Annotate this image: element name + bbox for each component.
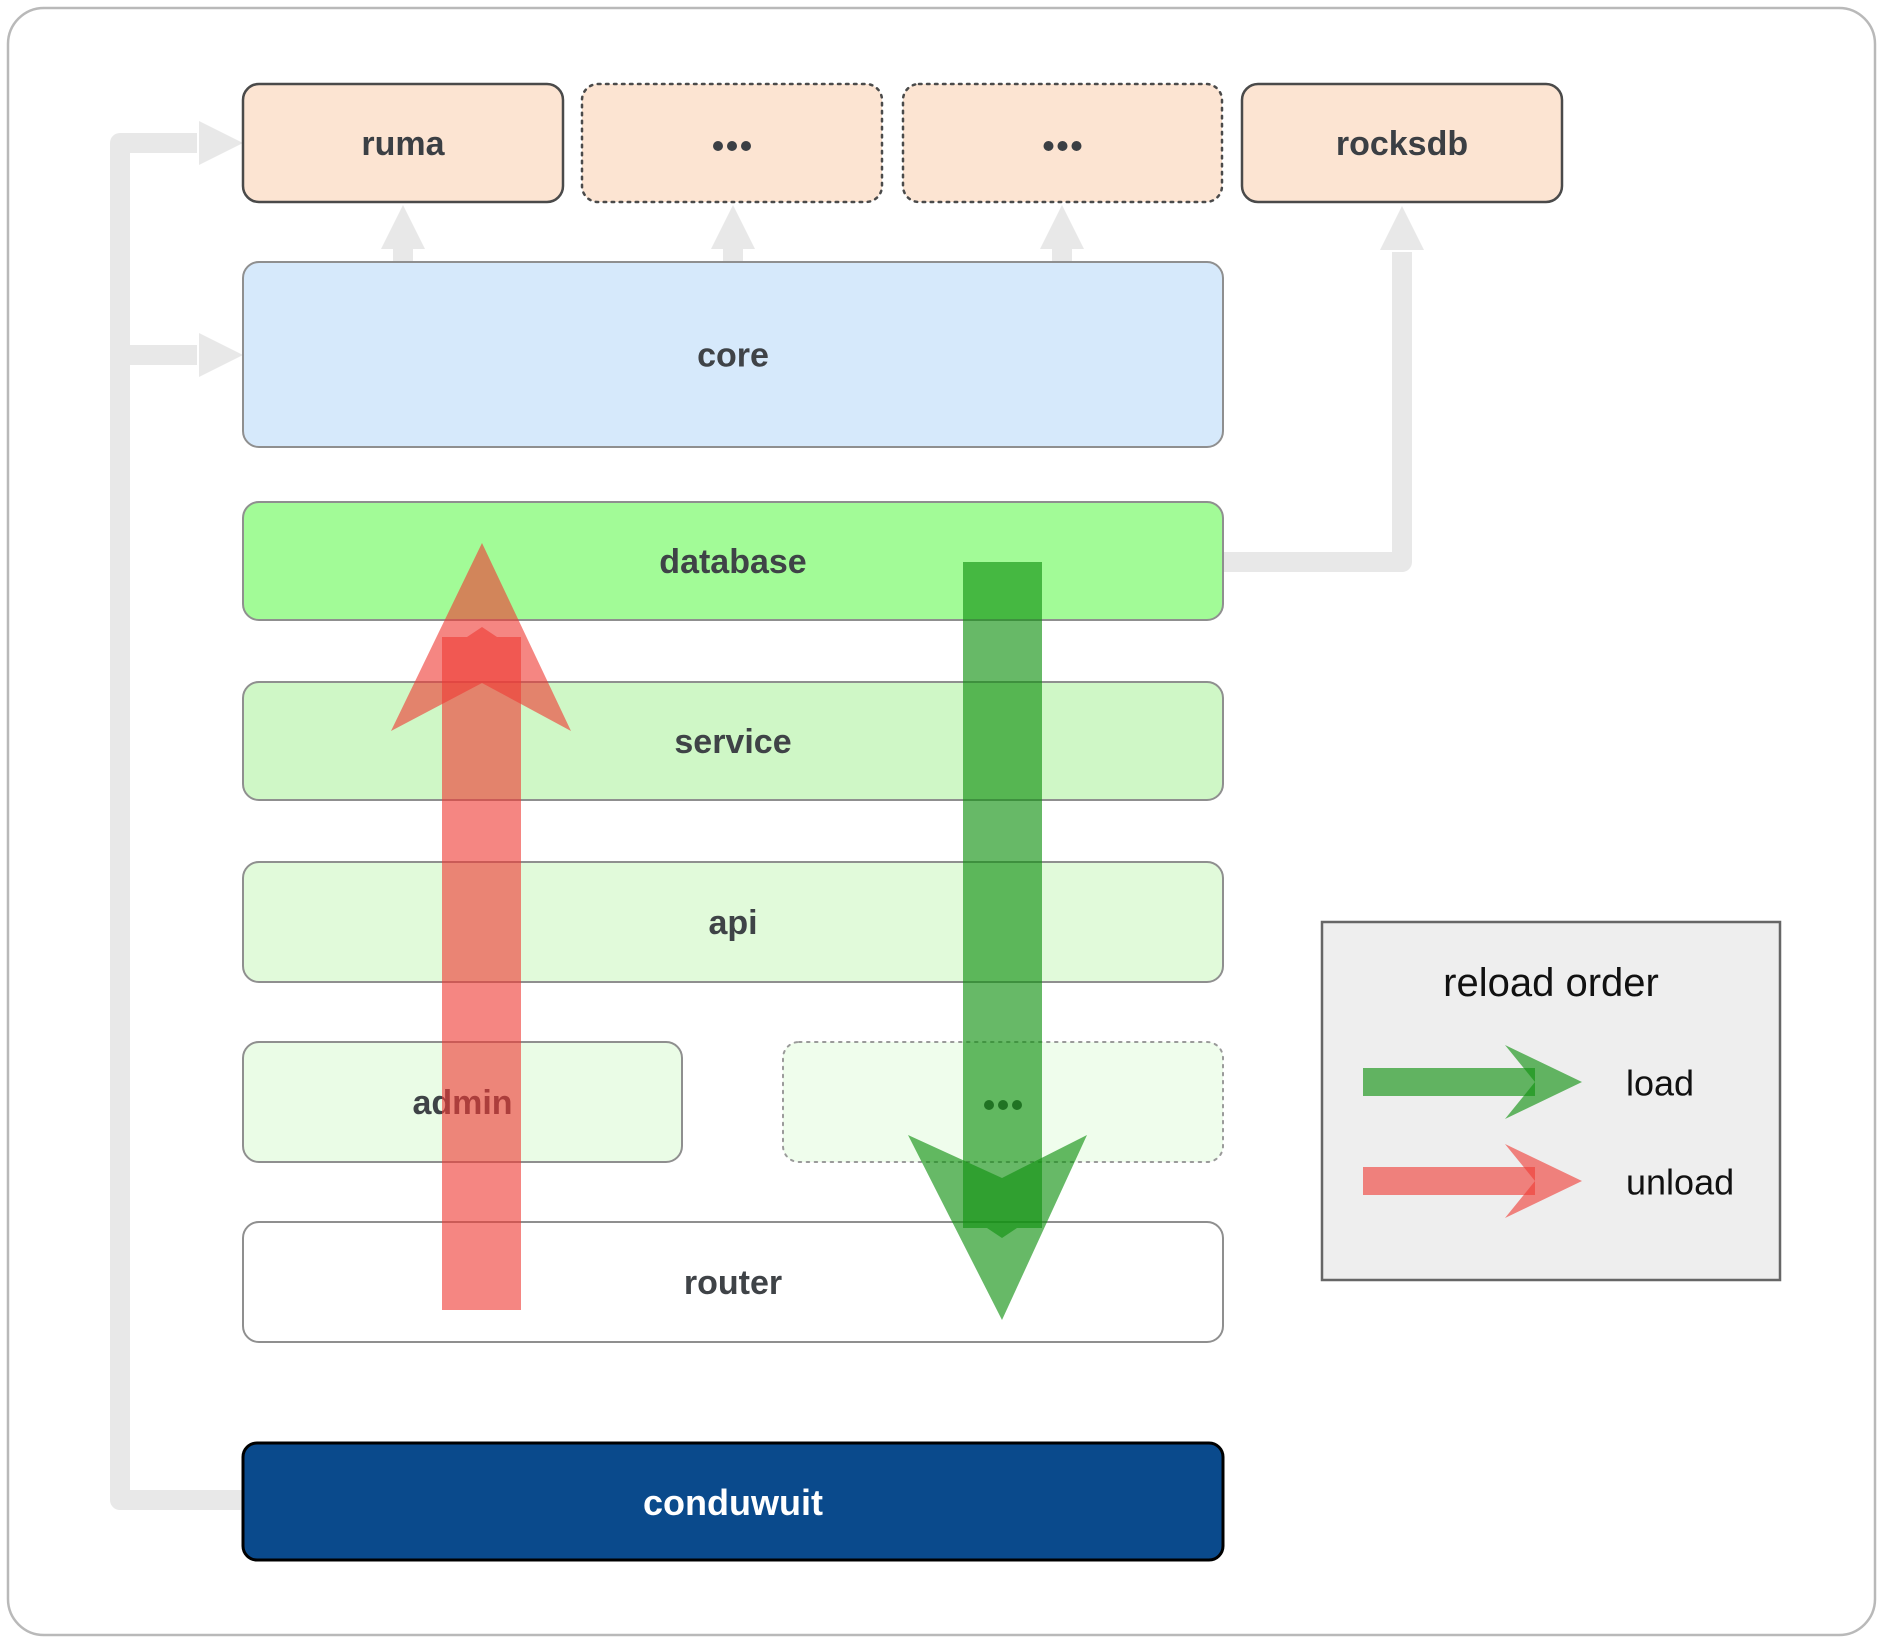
legend-item-label: unload (1626, 1162, 1734, 1203)
dot (727, 141, 737, 151)
node-database: database (242, 501, 1224, 621)
legend-arrow-shaft (1363, 1167, 1535, 1195)
node-service-label: service (674, 723, 791, 761)
database-to-rocksdb-arrowhead-icon (1380, 206, 1424, 250)
node-rocksdb-box (1240, 82, 1564, 204)
node-core-box (242, 261, 1224, 448)
page-frame (6, 6, 1877, 1637)
conduwuit-to-ruma-arrowhead-icon (199, 121, 243, 165)
node-conduwuit-label: conduwuit (643, 1482, 823, 1523)
legend-title: reload order (1443, 961, 1659, 1005)
dot (1057, 141, 1068, 151)
legend-arrow-shaft (1363, 1068, 1535, 1096)
node-service: service (242, 681, 1224, 801)
load-arrow-head-icon (908, 1135, 1087, 1320)
node-router-label: router (684, 1264, 782, 1302)
load-arrow-shaft (963, 562, 1042, 1238)
node-rocksdb-label: rocksdb (1336, 125, 1468, 163)
gray-connectors (110, 121, 1424, 1510)
dot (713, 141, 723, 151)
diagram-nodes: rumarocksdbcoredatabaseserviceapiadminro… (241, 82, 1564, 1562)
node-database-label: database (659, 543, 806, 581)
node-dep-2-label-dots (1043, 141, 1082, 151)
node-conduwuit-box (241, 1441, 1225, 1562)
legend-unload-arrow-icon (1363, 1144, 1582, 1218)
node-router: router (242, 1221, 1224, 1343)
unload-arrow-head-icon (391, 543, 571, 731)
legend-item-label: load (1626, 1063, 1694, 1104)
node-dep-1-label-dots (713, 141, 751, 151)
core-to-dep-1-arrowhead-icon (711, 205, 755, 249)
legend-box (1320, 920, 1782, 1282)
database-to-rocksdb-line (1223, 252, 1412, 572)
core-to-ruma-arrowhead-icon (381, 205, 425, 249)
node-ruma: ruma (241, 82, 565, 204)
unload-arrow-shaft (442, 627, 521, 1310)
load-arrow (908, 562, 1087, 1320)
node-api-label: api (708, 904, 757, 942)
reload-order-arrows (391, 543, 1087, 1320)
node-dep-2 (901, 82, 1224, 204)
node-rocksdb: rocksdb (1240, 82, 1564, 204)
node-ruma-box (241, 82, 565, 204)
node-core: core (242, 261, 1224, 448)
legend-load-arrow-icon (1363, 1045, 1582, 1119)
node-api: api (242, 861, 1224, 983)
node-core-label: core (697, 337, 769, 375)
conduwuit-to-core-arrowhead-icon (199, 333, 243, 377)
dot (1043, 141, 1054, 151)
node-conduwuit: conduwuit (241, 1441, 1225, 1562)
node-ruma-label: ruma (361, 125, 445, 163)
legend: reload order load unload (1320, 920, 1782, 1282)
legend-arrow-head (1505, 1144, 1582, 1218)
legend-arrow-head (1505, 1045, 1582, 1119)
core-to-dep-2-arrowhead-icon (1040, 205, 1084, 249)
conduwuit-to-ruma-line (110, 133, 243, 1510)
dot (741, 141, 751, 151)
node-dep-1 (580, 82, 884, 204)
unload-arrow (391, 543, 571, 1310)
dot (1071, 141, 1082, 151)
